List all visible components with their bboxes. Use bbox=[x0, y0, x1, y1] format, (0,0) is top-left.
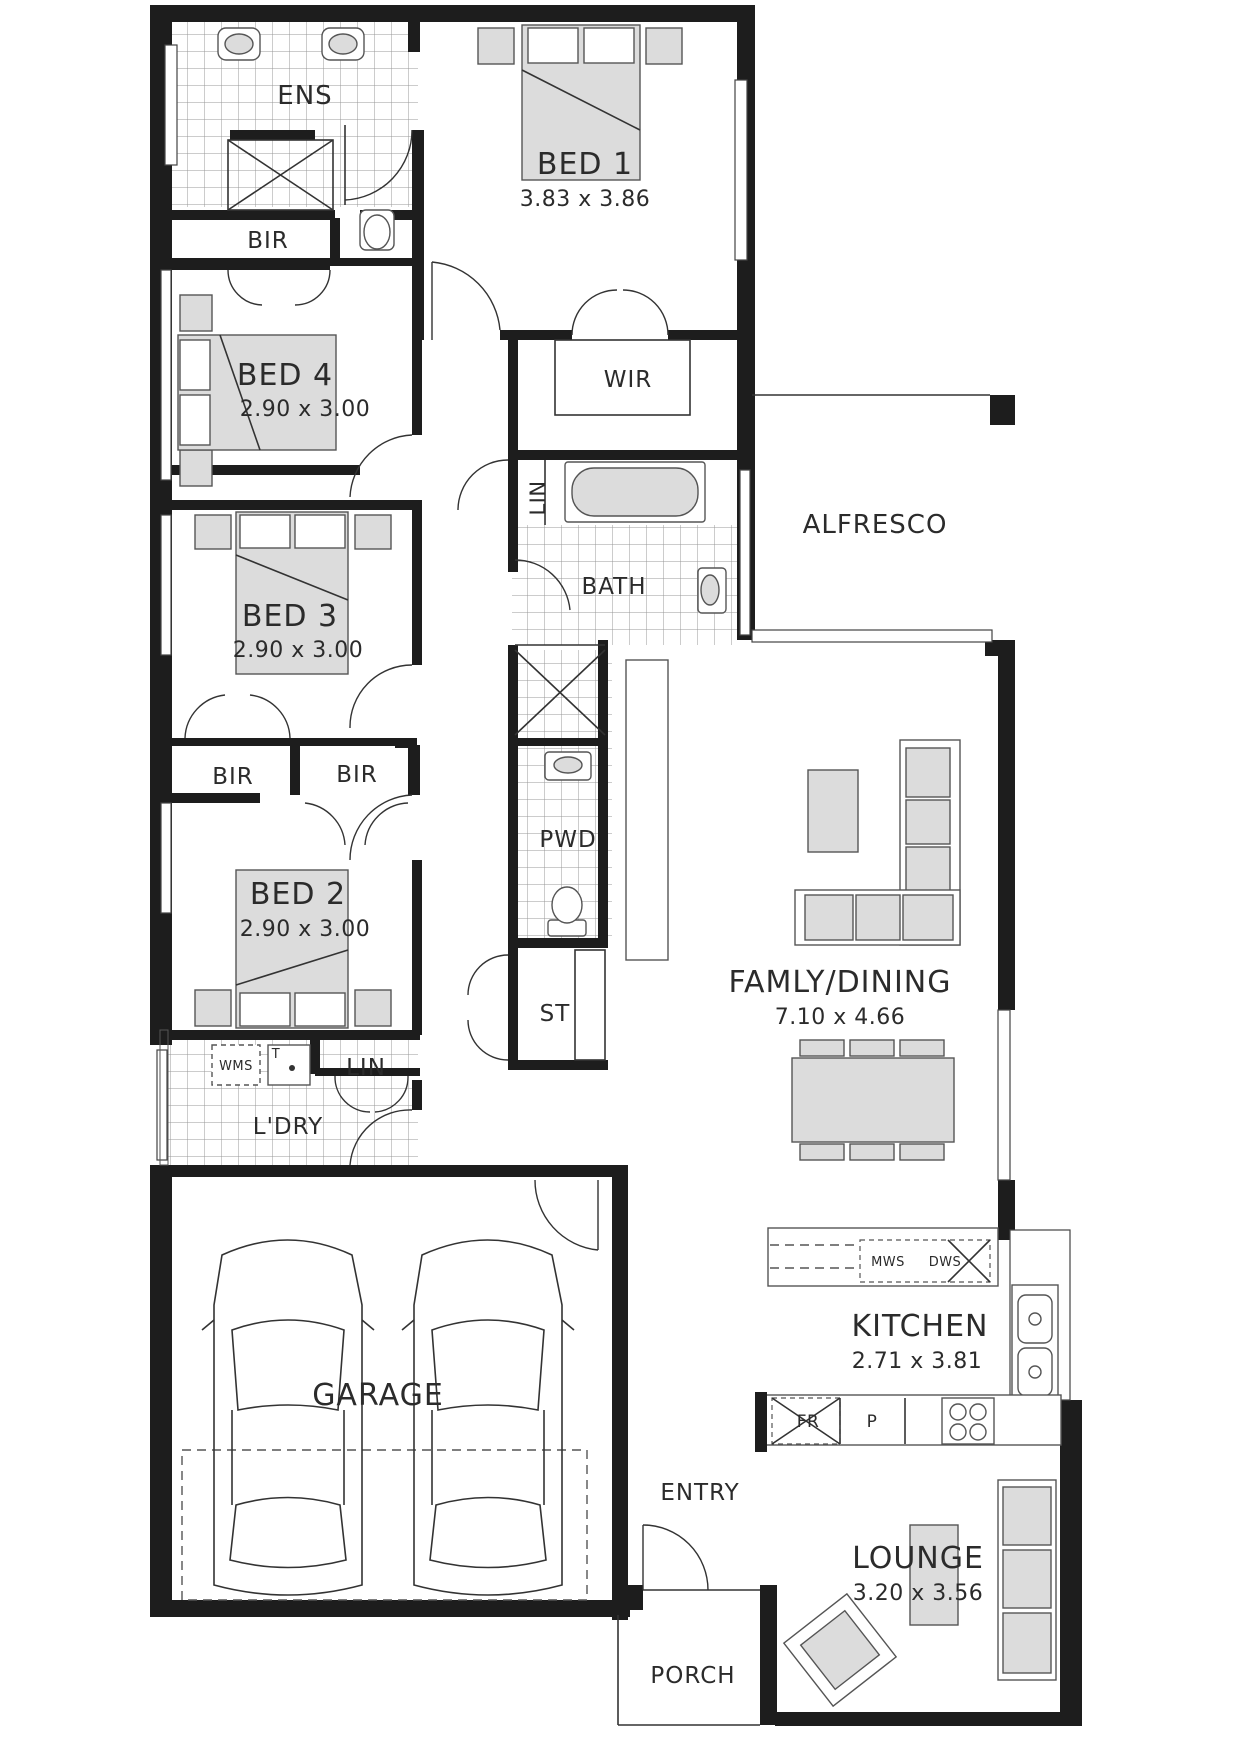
size-lounge: 3.20 x 3.56 bbox=[853, 1581, 983, 1606]
bed4-furniture bbox=[177, 294, 337, 487]
label-kitchen: KITCHEN bbox=[852, 1309, 989, 1344]
label-mws: MWS bbox=[871, 1255, 905, 1270]
label-bir-top: BIR bbox=[247, 228, 289, 254]
label-entry: ENTRY bbox=[660, 1480, 739, 1506]
kitchen-fixtures bbox=[755, 1227, 1062, 1452]
size-family-dining: 7.10 x 4.66 bbox=[775, 1005, 905, 1030]
label-pwd: PWD bbox=[539, 827, 596, 853]
car-right bbox=[401, 1239, 575, 1596]
label-bed4: BED 4 bbox=[237, 358, 333, 393]
bed3-furniture bbox=[194, 511, 392, 675]
label-ldry: L'DRY bbox=[253, 1114, 323, 1140]
size-bed4: 2.90 x 3.00 bbox=[240, 397, 370, 422]
ensuite-floor-tiles bbox=[160, 22, 418, 207]
label-porch: PORCH bbox=[650, 1663, 735, 1689]
label-wir: WIR bbox=[604, 367, 653, 393]
lounge-furniture bbox=[782, 1479, 1057, 1708]
wir-shelving bbox=[554, 339, 691, 416]
label-pantry: P bbox=[867, 1412, 878, 1432]
label-wms: WMS bbox=[219, 1059, 253, 1074]
label-bed2: BED 2 bbox=[250, 877, 346, 912]
size-bed3: 2.90 x 3.00 bbox=[233, 638, 363, 663]
label-bed3: BED 3 bbox=[242, 599, 338, 634]
doors bbox=[184, 125, 760, 1591]
label-bed1: BED 1 bbox=[537, 147, 633, 182]
family-dining-furniture bbox=[625, 659, 961, 1161]
label-lin-ldry: LIN bbox=[346, 1055, 386, 1081]
label-dws: DWS bbox=[929, 1255, 962, 1270]
car-left bbox=[201, 1239, 375, 1596]
bed2-furniture bbox=[194, 869, 392, 1029]
label-tub: T bbox=[271, 1047, 280, 1062]
label-bir-left: BIR bbox=[212, 764, 254, 790]
label-ens: ENS bbox=[277, 81, 332, 111]
size-kitchen: 2.71 x 3.81 bbox=[852, 1349, 982, 1374]
label-garage: GARAGE bbox=[312, 1378, 444, 1413]
laundry-fixtures bbox=[159, 1029, 311, 1166]
label-family-dining: FAMLY/DINING bbox=[729, 965, 952, 1000]
size-bed1: 3.83 x 3.86 bbox=[520, 187, 650, 212]
label-lounge: LOUNGE bbox=[852, 1541, 984, 1576]
label-lin-bath: LIN bbox=[526, 480, 550, 515]
internal-walls bbox=[150, 22, 743, 1177]
bath-fixtures bbox=[514, 460, 727, 736]
label-st: ST bbox=[540, 1001, 571, 1027]
label-fr: FR bbox=[797, 1412, 820, 1432]
store-shelving bbox=[574, 949, 606, 1061]
label-bir-right: BIR bbox=[336, 762, 378, 788]
label-alfresco: ALFRESCO bbox=[803, 510, 948, 540]
label-bath: BATH bbox=[581, 574, 646, 600]
bed1-furniture bbox=[477, 24, 683, 181]
porch-outline bbox=[617, 1615, 760, 1726]
ensuite-fixtures bbox=[217, 27, 395, 251]
pwd-fixtures bbox=[544, 751, 592, 937]
size-bed2: 2.90 x 3.00 bbox=[240, 917, 370, 942]
external-walls bbox=[150, 5, 1082, 1726]
garage-cars bbox=[181, 1239, 588, 1601]
